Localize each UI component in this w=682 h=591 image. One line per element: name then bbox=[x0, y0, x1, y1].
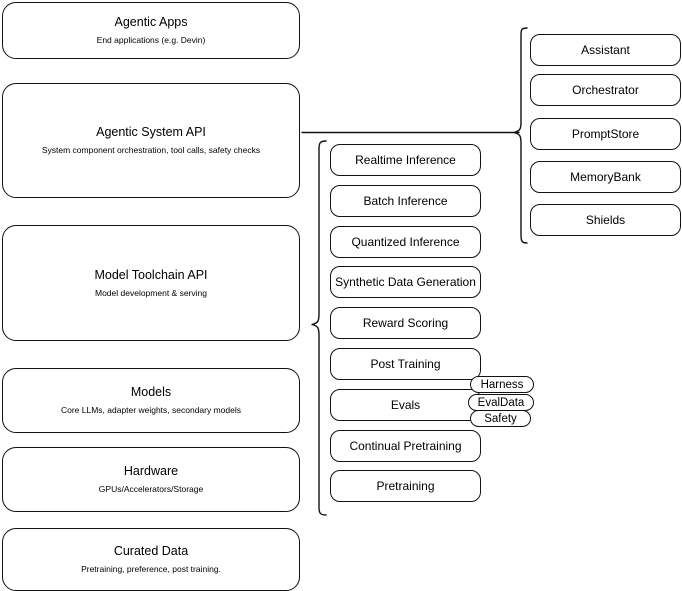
component-box-promptstore[interactable]: PromptStore bbox=[530, 118, 681, 150]
capability-label: Realtime Inference bbox=[355, 152, 456, 167]
brace-right-components bbox=[513, 27, 528, 244]
capability-box-synthetic-data-generation[interactable]: Synthetic Data Generation bbox=[330, 266, 481, 298]
component-label: Shields bbox=[585, 212, 626, 227]
layer-title: Agentic System API bbox=[96, 125, 206, 140]
layer-title: Agentic Apps bbox=[114, 15, 188, 30]
component-box-memorybank[interactable]: MemoryBank bbox=[530, 161, 681, 193]
layer-box-hardware[interactable]: Hardware GPUs/Accelerators/Storage bbox=[2, 447, 300, 512]
capability-box-realtime-inference[interactable]: Realtime Inference bbox=[330, 144, 481, 176]
eval-pill-label: Harness bbox=[480, 378, 524, 391]
layer-title: Hardware bbox=[123, 464, 179, 479]
capability-box-post-training[interactable]: Post Training bbox=[330, 348, 481, 380]
layer-title: Models bbox=[130, 385, 172, 400]
brace-middle-capabilities bbox=[311, 140, 327, 516]
layer-title: Model Toolchain API bbox=[94, 267, 208, 282]
eval-pill-label: Safety bbox=[484, 412, 517, 425]
layer-subtitle: Pretraining, preference, post training. bbox=[81, 564, 221, 574]
capability-box-evals[interactable]: Evals bbox=[330, 389, 481, 421]
eval-pill-evaldata[interactable]: EvalData bbox=[468, 394, 534, 411]
capability-box-continual-pretraining[interactable]: Continual Pretraining bbox=[330, 430, 481, 462]
layer-box-agentic-system-api[interactable]: Agentic System API System component orch… bbox=[2, 83, 300, 198]
layer-subtitle: System component orchestration, tool cal… bbox=[41, 145, 261, 155]
layer-box-agentic-apps[interactable]: Agentic Apps End applications (e.g. Devi… bbox=[2, 2, 300, 59]
capability-box-batch-inference[interactable]: Batch Inference bbox=[330, 185, 481, 217]
component-label: PromptStore bbox=[571, 126, 640, 141]
component-box-assistant[interactable]: Assistant bbox=[530, 34, 681, 66]
capability-label: Continual Pretraining bbox=[349, 438, 462, 453]
capability-label: Pretraining bbox=[376, 478, 435, 493]
eval-pill-safety[interactable]: Safety bbox=[470, 410, 531, 427]
capability-box-quantized-inference[interactable]: Quantized Inference bbox=[330, 226, 481, 258]
layer-subtitle: Core LLMs, adapter weights, secondary mo… bbox=[60, 405, 241, 415]
capability-box-reward-scoring[interactable]: Reward Scoring bbox=[330, 307, 481, 339]
capability-label: Reward Scoring bbox=[362, 315, 449, 330]
layer-title: Curated Data bbox=[113, 544, 189, 559]
component-label: MemoryBank bbox=[570, 169, 641, 184]
capability-label: Quantized Inference bbox=[351, 234, 460, 249]
capability-label: Synthetic Data Generation bbox=[335, 274, 476, 289]
layer-subtitle: GPUs/Accelerators/Storage bbox=[98, 484, 204, 494]
capability-box-pretraining[interactable]: Pretraining bbox=[330, 470, 481, 502]
layer-box-model-toolchain-api[interactable]: Model Toolchain API Model development & … bbox=[2, 225, 300, 341]
component-box-shields[interactable]: Shields bbox=[530, 204, 681, 236]
component-label: Assistant bbox=[581, 42, 630, 57]
layer-subtitle: Model development & serving bbox=[95, 287, 207, 298]
layer-box-models[interactable]: Models Core LLMs, adapter weights, secon… bbox=[2, 368, 300, 433]
component-label: Orchestrator bbox=[572, 82, 639, 97]
layer-box-curated-data[interactable]: Curated Data Pretraining, preference, po… bbox=[2, 528, 300, 591]
capability-label: Batch Inference bbox=[363, 193, 448, 208]
layer-subtitle: End applications (e.g. Devin) bbox=[96, 35, 206, 45]
component-box-orchestrator[interactable]: Orchestrator bbox=[530, 74, 681, 106]
capability-label: Evals bbox=[390, 397, 421, 412]
capability-label: Post Training bbox=[370, 356, 441, 371]
eval-pill-harness[interactable]: Harness bbox=[470, 376, 534, 393]
eval-pill-label: EvalData bbox=[477, 396, 525, 409]
